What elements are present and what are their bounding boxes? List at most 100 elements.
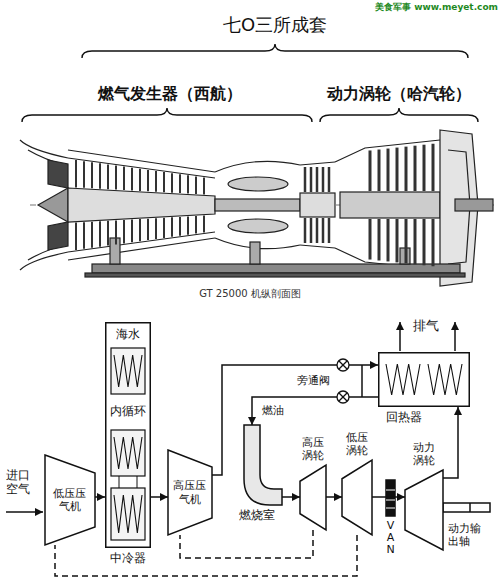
combustor-tube: 燃烧室 xyxy=(232,425,282,505)
schematic-piping xyxy=(443,503,490,512)
blade xyxy=(310,218,313,243)
part-label: 内循环 xyxy=(108,404,148,418)
blade xyxy=(83,222,85,249)
bracket xyxy=(320,108,478,122)
flow-line xyxy=(95,496,105,498)
engine-section xyxy=(300,162,335,165)
blade xyxy=(139,219,141,241)
blade xyxy=(99,163,101,188)
blade xyxy=(171,173,173,193)
blade xyxy=(369,150,372,191)
bypass-valve xyxy=(339,361,347,369)
blade-rows xyxy=(76,144,433,267)
turbine-stage: 高压涡轮 xyxy=(300,465,326,530)
compressor-stage-outline xyxy=(168,450,212,535)
intercooler-box-outline xyxy=(114,495,142,533)
blade xyxy=(123,167,125,190)
flow-line xyxy=(443,407,458,478)
engine-section xyxy=(228,177,288,191)
schematic-piping xyxy=(469,503,471,512)
intercooler-box-outline xyxy=(111,430,145,476)
engine-section xyxy=(250,242,260,264)
flow-line xyxy=(151,496,168,498)
flow-line xyxy=(212,365,378,475)
engine-section xyxy=(20,140,68,158)
blade xyxy=(304,167,307,192)
blade xyxy=(91,222,93,248)
blade xyxy=(432,144,435,191)
engine-section xyxy=(215,161,300,172)
engine-section xyxy=(20,252,68,270)
recuperator-box-outline xyxy=(428,364,462,395)
engine-section xyxy=(300,193,335,217)
part-label: 动力输出轴 xyxy=(448,522,485,548)
engine-section xyxy=(300,245,335,248)
blade xyxy=(155,218,157,239)
recuperator-box-outline xyxy=(378,352,470,407)
engine-section xyxy=(340,192,440,218)
flow-line xyxy=(372,496,405,498)
blade xyxy=(123,220,125,243)
schematic-piping xyxy=(399,322,401,351)
engine-section xyxy=(455,199,493,211)
flow-label: 燃油 xyxy=(262,404,290,417)
engine-section xyxy=(68,150,215,172)
watermark: 美食军事 www.meyet.com xyxy=(370,2,498,13)
valve-label: 旁通阀 xyxy=(292,374,330,387)
blade xyxy=(378,219,381,260)
engine-section xyxy=(68,188,215,222)
schematic-piping xyxy=(361,365,363,397)
bypass-valve xyxy=(339,361,347,369)
blade xyxy=(414,146,417,191)
flow-line xyxy=(252,397,378,425)
blade xyxy=(163,218,165,238)
blade xyxy=(75,223,77,250)
blade xyxy=(171,217,173,237)
flow-label: 排气 xyxy=(413,318,443,334)
turbine-stage: 低压涡轮 xyxy=(342,460,372,535)
blade xyxy=(310,167,313,192)
figure-caption: GT 25000 机纵剖面图 xyxy=(100,288,400,300)
bypass-valve xyxy=(339,393,347,401)
blade xyxy=(83,161,85,188)
blade xyxy=(423,219,426,265)
part-label: VAN xyxy=(385,520,396,556)
shaft-link xyxy=(55,535,357,576)
blade xyxy=(179,174,181,193)
blade xyxy=(304,218,307,243)
intercooler-box-outline xyxy=(111,348,145,394)
part-label: 中冷器 xyxy=(108,551,148,565)
blade xyxy=(423,145,426,191)
schematic-piping xyxy=(386,508,395,509)
schematic-piping xyxy=(386,500,395,501)
blade xyxy=(187,216,189,234)
part-name: 高压压气机 xyxy=(172,479,208,505)
blade xyxy=(147,219,149,240)
blade xyxy=(322,218,325,243)
intercooler-box-outline xyxy=(137,476,138,488)
blade xyxy=(163,172,165,192)
engine-section xyxy=(215,199,300,211)
bracket-label: 动力涡轮（哈汽轮） xyxy=(304,84,494,103)
blade xyxy=(322,167,325,192)
blade xyxy=(369,219,372,260)
blade xyxy=(378,150,381,191)
engine-section xyxy=(48,160,68,188)
engine-section xyxy=(228,219,288,233)
bracket-label: 燃气发生器（西航） xyxy=(70,84,270,103)
recuperator-box: 回热器 xyxy=(378,352,470,407)
blade xyxy=(203,178,205,195)
intercooler-box-outline xyxy=(119,476,120,488)
part-label: 高压涡轮 xyxy=(300,436,325,462)
blade xyxy=(115,220,117,244)
blade xyxy=(396,219,399,262)
flow-label: 进口空气 xyxy=(6,468,34,497)
compressor-stage: 高压压气机 xyxy=(168,450,212,535)
intercooler-box-outline xyxy=(114,355,142,387)
turbine-stage-outline xyxy=(300,465,326,530)
blade xyxy=(195,216,197,234)
flow-line xyxy=(282,496,300,498)
blade xyxy=(405,219,408,263)
bypass-valve xyxy=(337,359,349,371)
blade xyxy=(316,167,319,192)
